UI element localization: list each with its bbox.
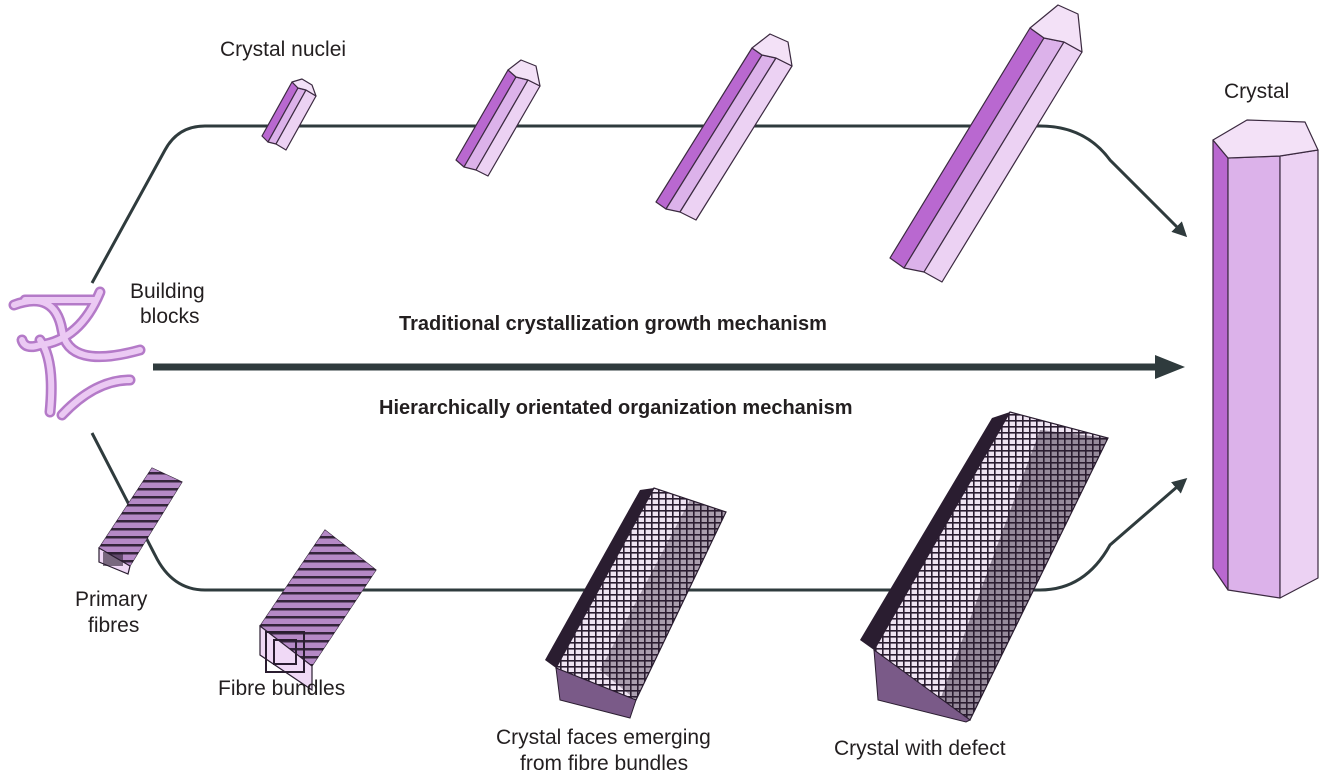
label-crystal-faces-1: Crystal faces emerging (496, 726, 711, 749)
fibre-bundles-icon (259, 529, 377, 692)
crystal-nucleus-3 (655, 33, 793, 221)
label-fibre-bundles: Fibre bundles (218, 677, 345, 700)
label-traditional-mechanism: Traditional crystallization growth mecha… (399, 313, 827, 335)
upper-route-line (90, 124, 1188, 284)
label-crystal-nuclei: Crystal nuclei (220, 38, 346, 61)
crystal-nucleus-1 (261, 78, 317, 151)
label-crystal-faces-2: from fibre bundles (520, 752, 688, 775)
label-crystal-with-defect: Crystal with defect (834, 737, 1006, 760)
final-crystal (1212, 119, 1319, 599)
main-arrow-head (1155, 355, 1185, 379)
crystal-faces-emerging-icon (545, 487, 727, 719)
label-hierarchical-mechanism: Hierarchically orientated organization m… (379, 397, 852, 419)
lower-route-line (90, 432, 1188, 592)
primary-fibres-icon (98, 467, 183, 575)
label-primary-fibres-2: fibres (88, 614, 139, 637)
label-primary-fibres-1: Primary (75, 588, 148, 611)
crystal-nucleus-4 (889, 4, 1083, 283)
building-blocks-icon (8, 286, 146, 421)
label-crystal: Crystal (1224, 80, 1289, 103)
label-building-blocks-2: blocks (140, 305, 200, 328)
label-building-blocks-1: Building (130, 280, 205, 303)
crystal-nucleus-2 (455, 59, 541, 177)
crystal-with-defect-icon (860, 411, 1109, 723)
